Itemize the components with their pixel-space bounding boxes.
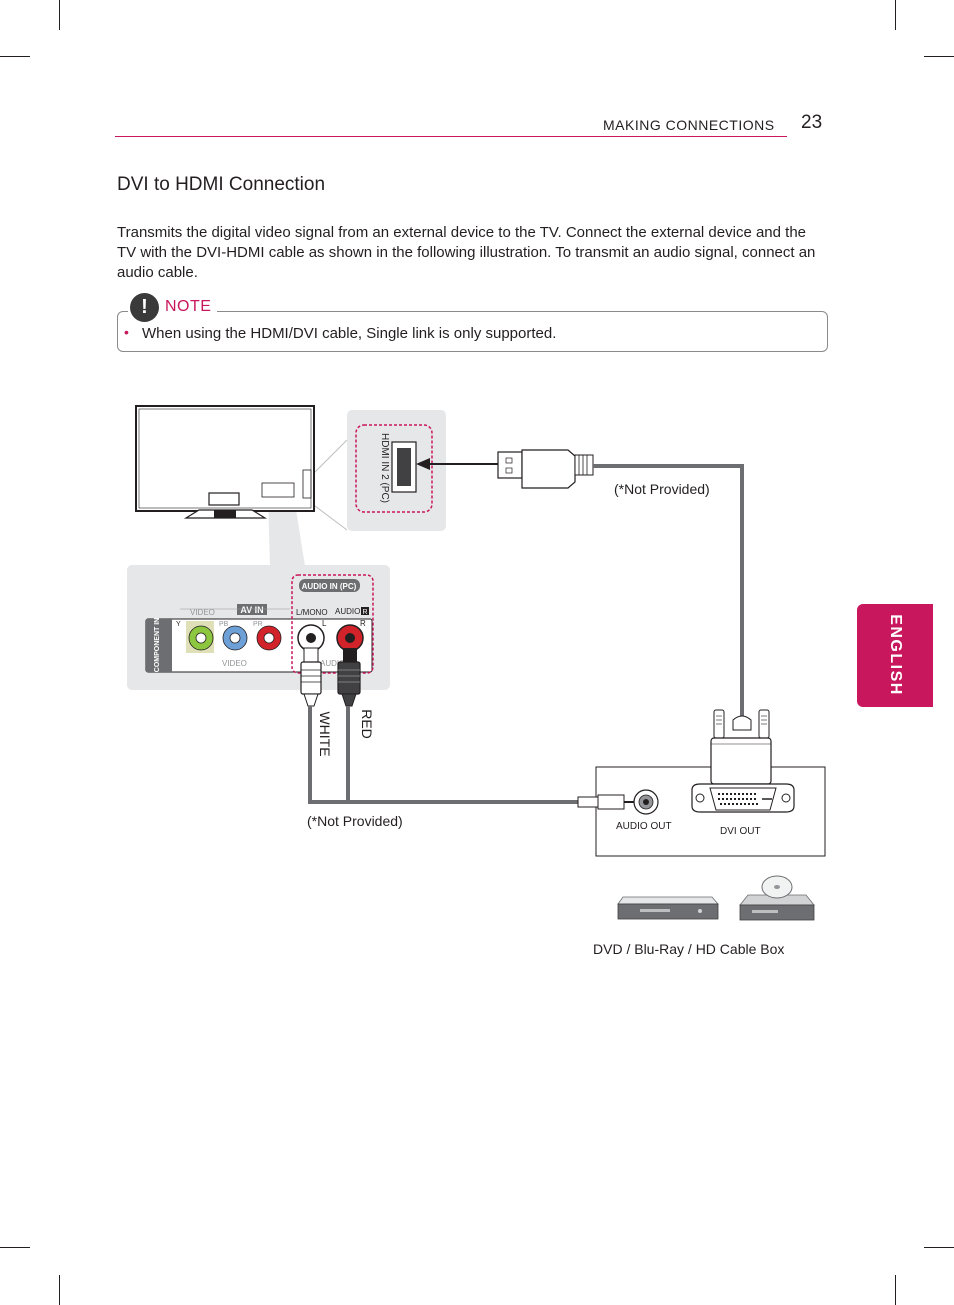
dvd-player-illustration (617, 896, 719, 920)
audio-cable-rca (308, 706, 350, 804)
not-provided-audio: (*Not Provided) (307, 813, 403, 829)
devices-caption: DVD / Blu-Ray / HD Cable Box (593, 941, 784, 957)
crop-mark (59, 0, 60, 30)
hdmi-cable (593, 464, 744, 718)
dvi-connector (710, 709, 772, 785)
exclamation-icon: ! (130, 292, 159, 322)
crop-mark (895, 1275, 896, 1305)
red-label: RED (359, 709, 375, 739)
pr-label: PR (253, 621, 263, 628)
not-provided-hdmi: (*Not Provided) (614, 481, 710, 497)
crop-mark (924, 1247, 954, 1248)
hdmi-highlight (355, 424, 433, 513)
section-title: MAKING CONNECTIONS (603, 117, 775, 133)
dvi-out-label: DVI OUT (720, 826, 761, 837)
red-audio-jack (336, 624, 364, 652)
l-label: L (322, 619, 327, 628)
white-audio-jack (297, 624, 325, 652)
language-tab (857, 604, 933, 707)
av-in-badge (237, 604, 267, 615)
note-box (117, 311, 828, 352)
dvi-out-port (691, 783, 795, 813)
crop-mark (0, 1247, 30, 1248)
tv-illustration (135, 405, 315, 519)
page-number: 23 (801, 112, 823, 133)
green-jack (186, 621, 214, 653)
audio-r-label: AUDIO (335, 607, 360, 616)
pb-label: PB (219, 621, 229, 628)
blue-jack (222, 625, 248, 651)
hdmi-port-label: HDMI IN 2 (PC) (379, 433, 390, 503)
audio-in-badge (299, 579, 360, 592)
header-rule (115, 136, 787, 137)
crop-mark (924, 56, 954, 57)
note-bullet: • (124, 324, 129, 340)
audio-in-label: AUDIO IN (PC) (302, 582, 357, 591)
bluray-player-illustration (739, 875, 815, 921)
y-label: Y (176, 621, 181, 628)
hdmi-connector (416, 449, 594, 489)
video-top-label: VIDEO (190, 608, 215, 617)
component-label: COMPONENT IN (154, 618, 161, 672)
crop-mark (895, 0, 896, 30)
audio-r-badge-bg (361, 607, 369, 615)
white-rca-plug (300, 647, 322, 707)
audio-out-label: AUDIO OUT (616, 821, 672, 832)
hdmi-port (391, 441, 417, 493)
audio-bottom-label: AUDIO (320, 659, 345, 668)
note-text: When using the HDMI/DVI cable, Single li… (142, 325, 557, 342)
white-label: WHITE (317, 711, 333, 756)
audio-out-jack (633, 789, 659, 815)
crop-mark (0, 56, 30, 57)
crop-mark (59, 1275, 60, 1305)
lmono-label: L/MONO (296, 608, 328, 617)
body-paragraph: Transmits the digital video signal from … (117, 224, 816, 281)
note-label: NOTE (165, 298, 212, 315)
red-component-jack (256, 625, 282, 651)
mini-jack-plug (577, 794, 640, 810)
red-rca-plug (337, 648, 361, 707)
video-bottom-label: VIDEO (222, 659, 247, 668)
r-label: R (360, 619, 366, 628)
callout-wedge (268, 497, 305, 566)
note-header: ! NOTE (128, 292, 218, 322)
page-title: DVI to HDMI Connection (117, 174, 326, 195)
audio-in-highlight (291, 574, 374, 674)
audio-r-badge: R (362, 609, 367, 616)
av-in-label: AV IN (240, 605, 263, 615)
component-tab (146, 619, 172, 672)
